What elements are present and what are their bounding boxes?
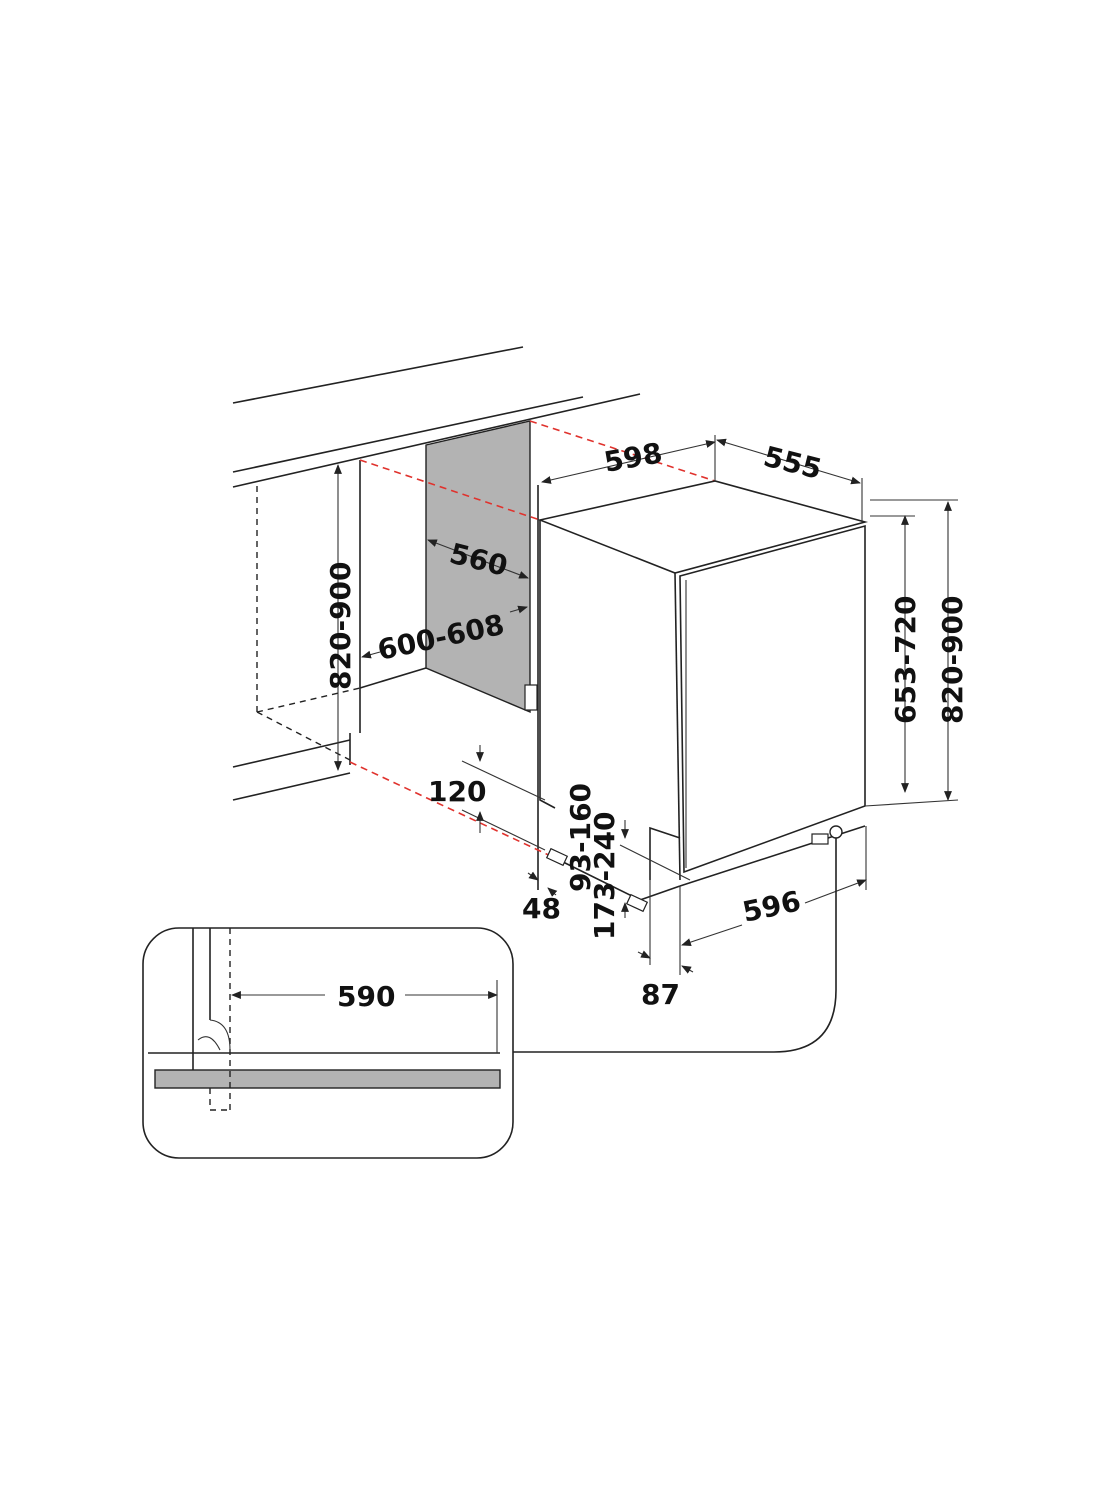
- worktop-lines: [232, 346, 641, 801]
- dimension-lines: [334, 435, 959, 975]
- label-foot-rear: 173-240: [588, 811, 621, 940]
- label-appliance-height-adjust: 653-720: [889, 595, 922, 724]
- foot-rear: [811, 833, 829, 845]
- foot-front-right: [625, 893, 649, 913]
- label-plinth-height: 120: [428, 775, 486, 808]
- label-door-offset: 87: [641, 978, 680, 1011]
- label-niche-height: 820-900: [324, 561, 357, 690]
- label-inset-clearance: 590: [337, 980, 395, 1013]
- inset-detail: [142, 838, 837, 1159]
- left-cabinet: [256, 460, 427, 765]
- label-side-offset: 48: [522, 892, 561, 925]
- label-door-width: 596: [740, 884, 804, 928]
- label-appliance-width: 598: [601, 436, 664, 479]
- label-appliance-height: 820-900: [936, 595, 969, 724]
- panel-bracket: [524, 684, 538, 711]
- connector-circle: [829, 825, 843, 839]
- label-appliance-depth: 555: [760, 440, 825, 486]
- label-foot-front: 93-160: [564, 783, 597, 892]
- dishwasher-door: [679, 524, 866, 874]
- foot-front-left: [545, 847, 569, 867]
